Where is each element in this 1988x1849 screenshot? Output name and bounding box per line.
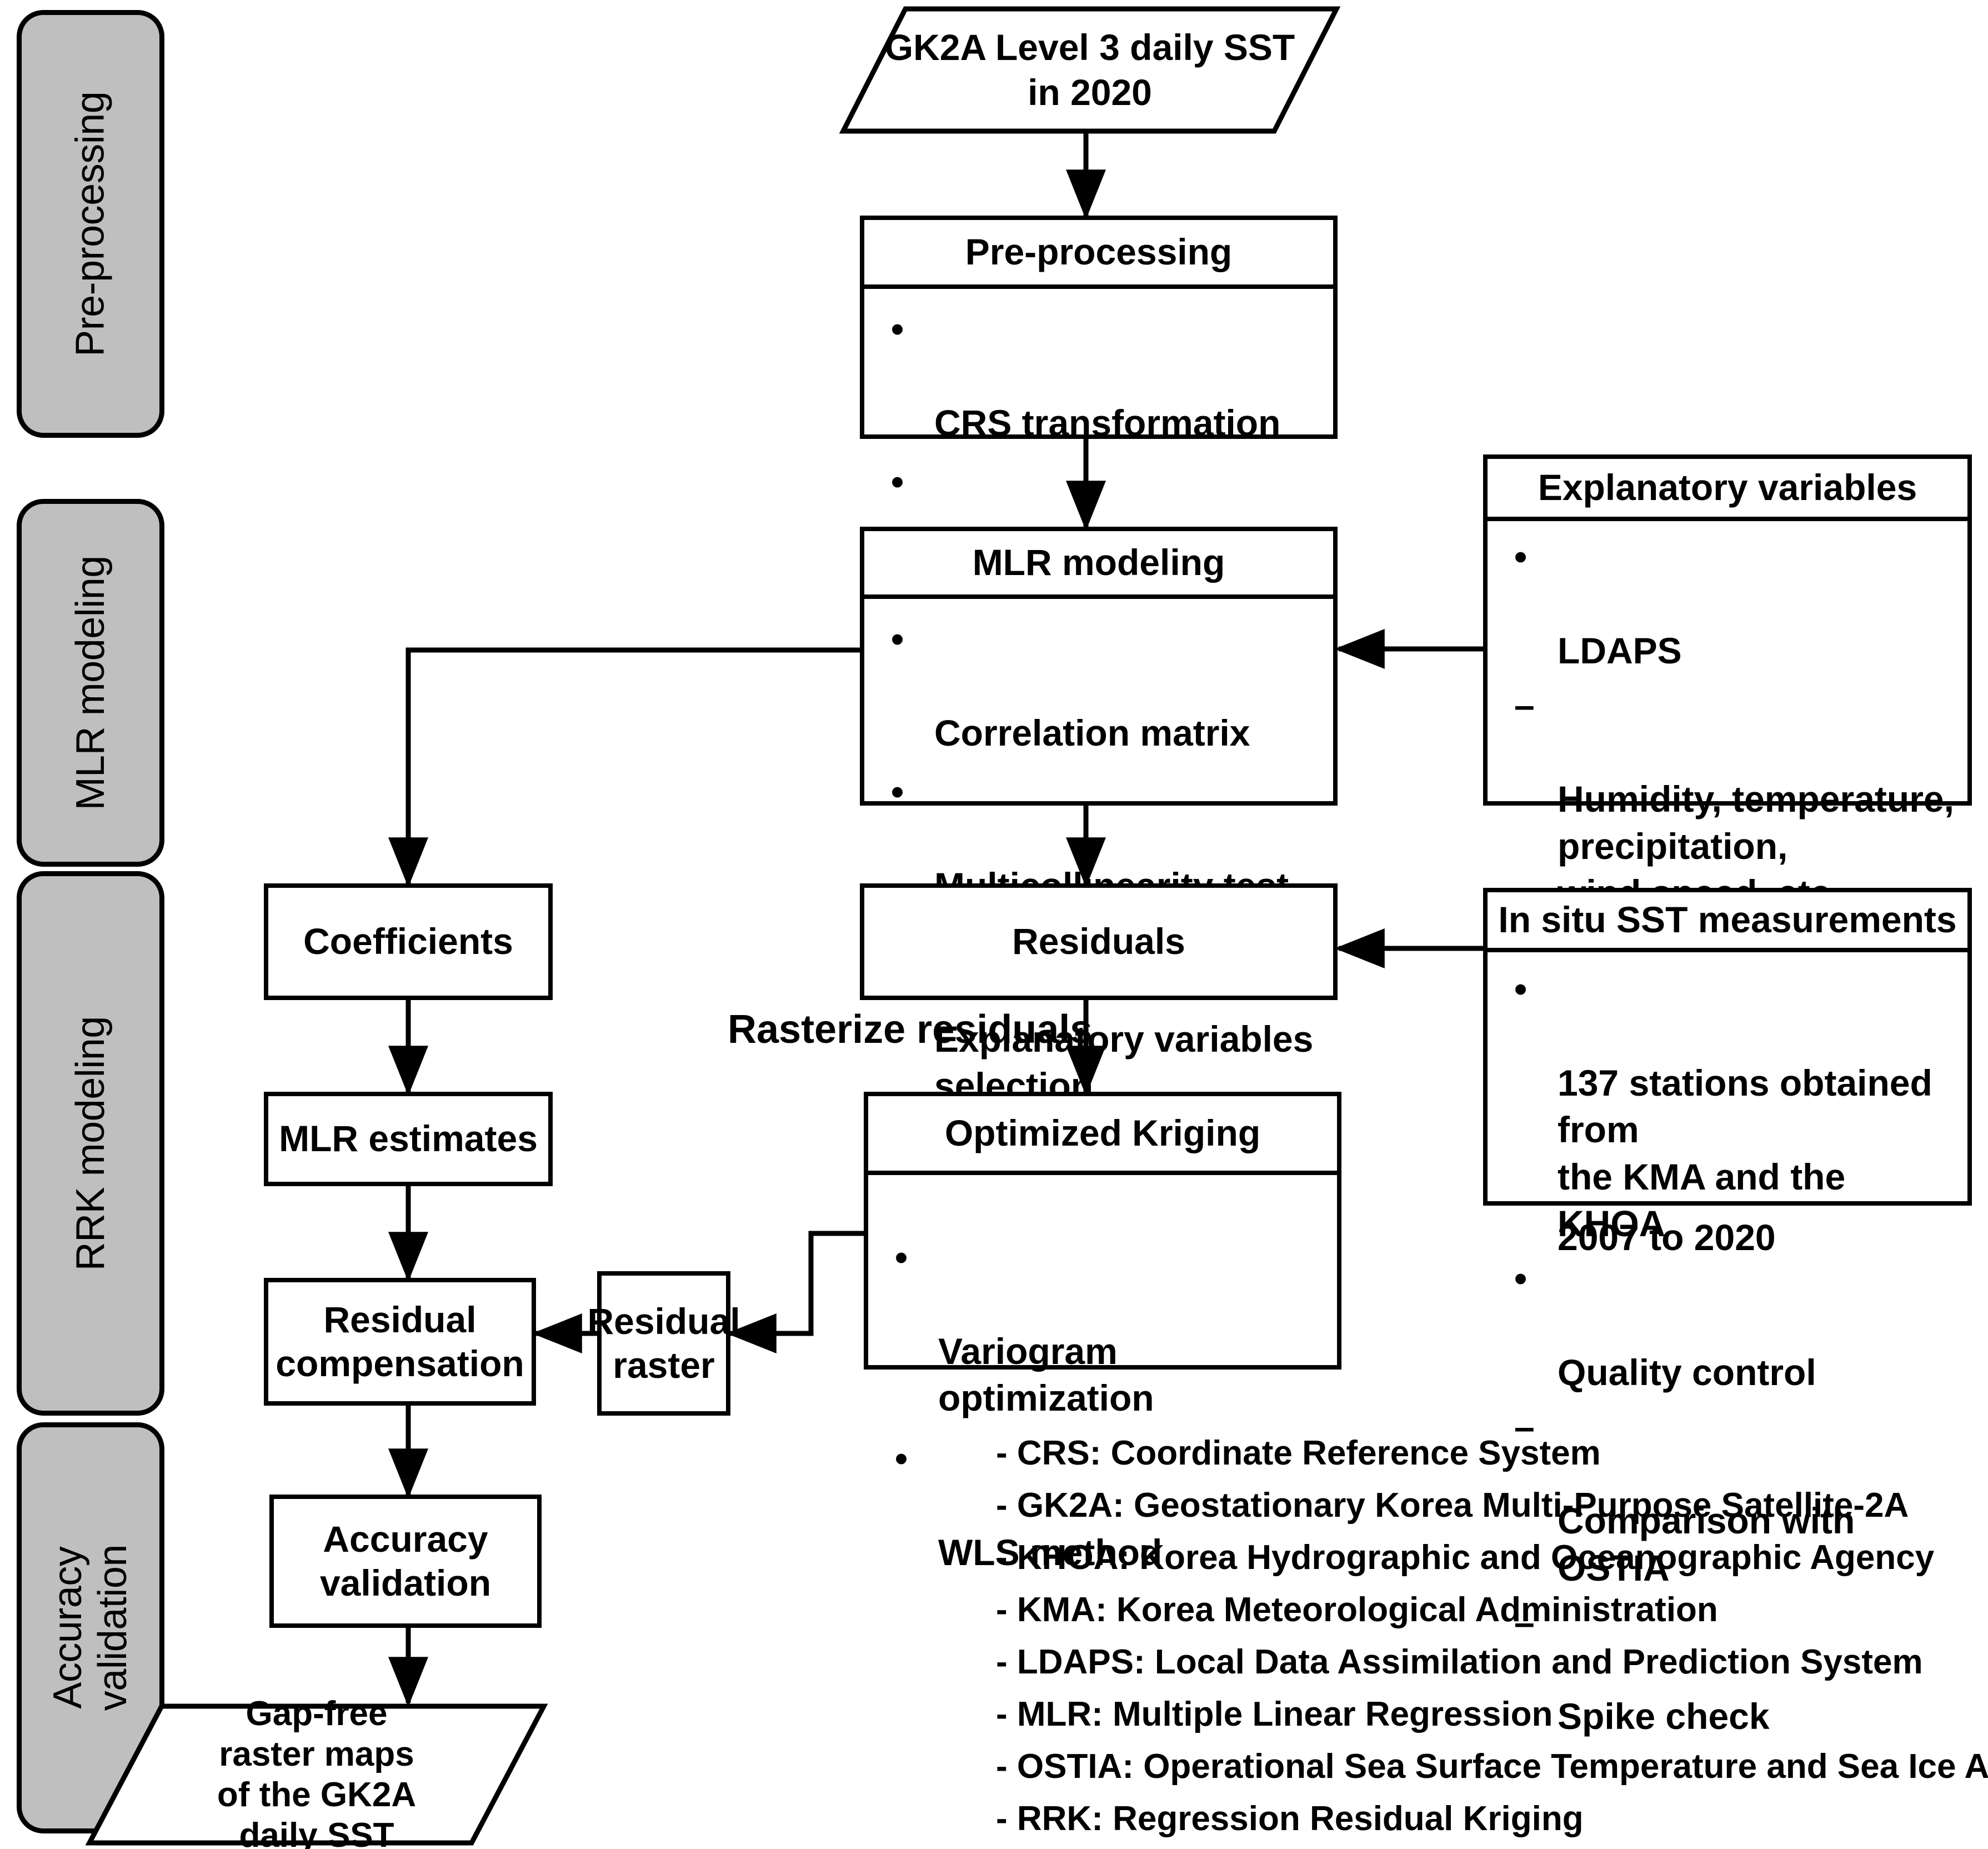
node-residual-raster[interactable]: Residual raster [587, 1271, 740, 1416]
list-item: LDAPS [1506, 533, 1962, 674]
bullet-text: WLS method [938, 1531, 1163, 1573]
node-mlr-modeling-title: MLR modeling [864, 531, 1333, 599]
bullet-dot-icon [895, 1435, 908, 1482]
node-in-situ-body: 137 stations obtained from the KMA and t… [1488, 952, 1967, 1750]
bullet-dot-icon [1514, 533, 1527, 580]
node-in-situ-title: In situ SST measurements [1488, 892, 1967, 952]
bullet-dot-icon [1514, 966, 1527, 1012]
node-optimized-kriging-title: Optimized Kriging [868, 1096, 1337, 1175]
legend-item: - GK2A: Geostationary Korea Multi-Purpos… [996, 1486, 1909, 1525]
node-coefficients[interactable]: Coefficients [264, 883, 553, 1000]
node-residual-raster-label: Residual raster [587, 1300, 740, 1386]
bullet-text: CRS transformation [934, 402, 1281, 443]
edge-label-rasterize-residuals: Rasterize residuals [728, 1007, 1093, 1052]
kriging-bullet-list: Variogram optimization WLS method [887, 1234, 1331, 1576]
node-optimized-kriging-body: Variogram optimization WLS method [868, 1175, 1337, 1586]
node-explanatory-variables[interactable]: Explanatory variables LDAPS Humidity, te… [1483, 454, 1972, 1258]
parallelogram-shape [839, 6, 1341, 134]
legend-item: - KHOA: Korea Hydrographic and Oceanogra… [996, 1538, 1935, 1577]
bullet-text: Quality control [1558, 1351, 1816, 1393]
legend-item: - RRK: Regression Residual Kriging [996, 1800, 1584, 1838]
node-mlr-estimates[interactable]: MLR estimates [264, 1092, 553, 1186]
node-accuracy-validation[interactable]: Accuracy validation [269, 1495, 542, 1628]
stage-label-rrk-modeling: RRK modeling [68, 1016, 113, 1271]
bullet-dot-icon [895, 1234, 908, 1281]
bullet-dash-icon [1514, 682, 1535, 728]
node-residuals[interactable]: Residuals [860, 883, 1338, 1000]
bullet-dot-icon [1514, 1255, 1527, 1302]
bullet-dot-icon [891, 616, 904, 662]
stage-label-mlr-modeling: MLR modeling [68, 555, 113, 811]
bullet-text: Spike check [1558, 1696, 1770, 1737]
legend-item: - LDAPS: Local Data Assimilation and Pre… [996, 1643, 1923, 1681]
list-item: CRS transformation [883, 306, 1328, 446]
stage-label-pre-processing: Pre-processing [68, 91, 113, 357]
node-preprocessing[interactable]: Pre-processing CRS transformation Land/s… [860, 216, 1338, 749]
bullet-dot-icon [891, 306, 904, 352]
node-output-data[interactable]: Gap-free raster maps of the GK2A daily S… [85, 1695, 548, 1849]
edge-kriging-to-residualraster [726, 1231, 864, 1353]
list-item: 2007 to 2020 [1506, 1120, 1962, 1261]
legend-item: - KMA: Korea Meteorological Administrati… [996, 1591, 1718, 1629]
legend-item: - CRS: Coordinate Reference System [996, 1434, 1601, 1472]
node-in-situ-measurements[interactable]: In situ SST measurements 137 stations ob… [1483, 888, 1972, 1737]
node-preprocessing-title: Pre-processing [864, 220, 1333, 289]
node-residual-compensation-label: Residual compensation [276, 1298, 524, 1384]
bullet-text: Comparison with OSTIA [1558, 1500, 1855, 1588]
node-residuals-label: Residuals [1012, 921, 1185, 962]
stage-mlr-modeling[interactable]: MLR modeling [17, 499, 164, 867]
insitu-bullet-list: 137 stations obtained from the KMA and t… [1506, 966, 1962, 1740]
edge-mlr-to-coefficients [388, 647, 860, 888]
node-accuracy-validation-label: Accuracy validation [319, 1518, 492, 1603]
node-mlr-estimates-label: MLR estimates [279, 1118, 538, 1160]
bullet-text: Correlation matrix [934, 712, 1250, 753]
bullet-text: 2007 to 2020 [1558, 1216, 1776, 1258]
bullet-dot-icon [891, 458, 904, 505]
list-item: Variogram optimization [887, 1234, 1331, 1422]
legend-item: - OSTIA: Operational Sea Surface Tempera… [996, 1747, 1988, 1786]
bullet-text: Variogram optimization [938, 1330, 1154, 1419]
list-item: 137 stations obtained from the KMA and t… [1506, 966, 1962, 1247]
legend-item: - MLR: Multiple Linear Regression [996, 1695, 1553, 1733]
node-optimized-kriging[interactable]: Optimized Kriging Variogram optimization… [864, 1092, 1341, 1573]
list-item: Humidity, temperature, precipitation, wi… [1506, 682, 1962, 916]
node-mlr-modeling[interactable]: MLR modeling Correlation matrix Multicol… [860, 527, 1338, 1106]
list-item: Quality control [1506, 1255, 1962, 1396]
bullet-text: 137 stations obtained from the KMA and t… [1558, 1062, 1932, 1245]
parallelogram-shape [85, 1703, 548, 1846]
stage-rrk-modeling[interactable]: RRK modeling [17, 871, 164, 1416]
list-item: WLS method [887, 1435, 1331, 1576]
bullet-text: LDAPS [1558, 629, 1682, 671]
node-explanatory-variables-title: Explanatory variables [1488, 459, 1967, 521]
abbreviation-legend: - CRS: Coordinate Reference System - GK2… [996, 1434, 1988, 1849]
node-coefficients-label: Coefficients [303, 921, 513, 962]
list-item: Spike check [1506, 1599, 1962, 1740]
stage-pre-processing[interactable]: Pre-processing [17, 10, 164, 438]
list-item: Comparison with OSTIA [1506, 1403, 1962, 1591]
stage-label-accuracy-validation: Accuracy validation [46, 1545, 135, 1711]
list-item: Correlation matrix [883, 616, 1328, 756]
bullet-dot-icon [891, 768, 904, 815]
node-input-data[interactable]: GK2A Level 3 daily SST in 2020 [839, 6, 1341, 134]
node-residual-compensation[interactable]: Residual compensation [264, 1278, 536, 1406]
